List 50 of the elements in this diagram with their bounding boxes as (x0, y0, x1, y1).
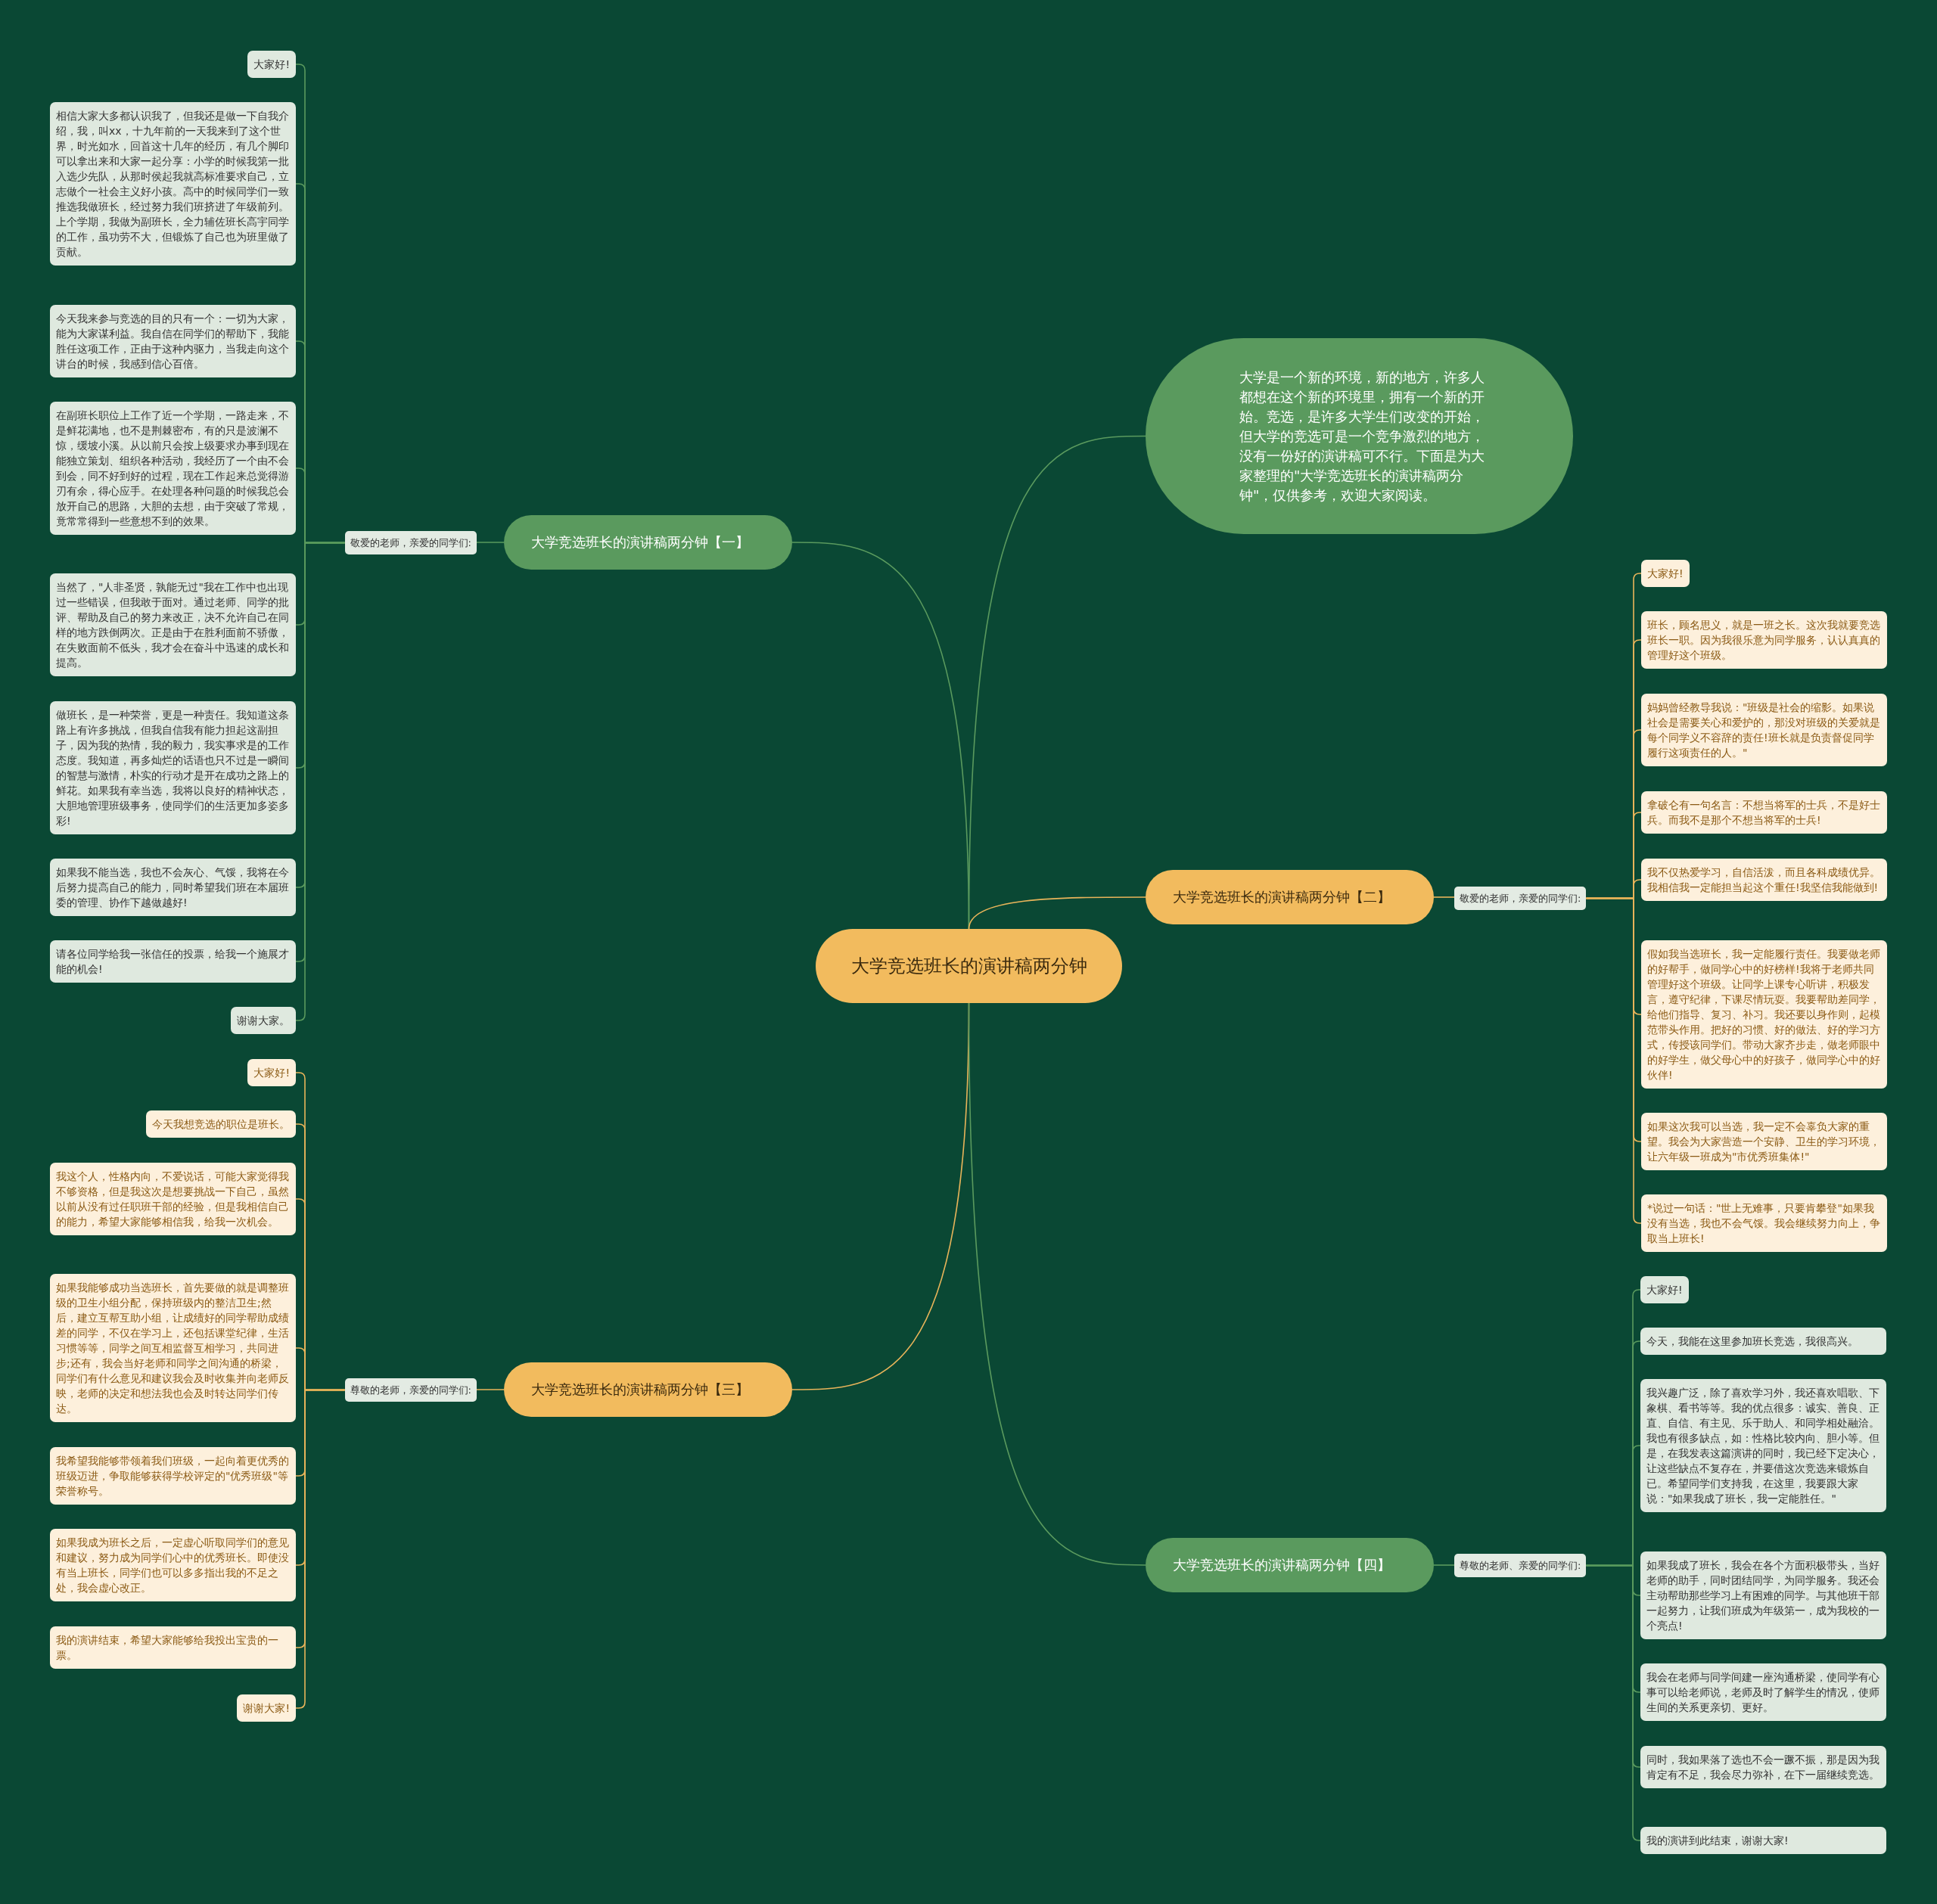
branch-topic: 大学竞选班长的演讲稿两分钟【三】 (504, 1362, 792, 1417)
connector-line (295, 1389, 346, 1709)
speech-note: 如果我能够成功当选班长，首先要做的就是调整班级的卫生小组分配，保持班级内的整洁卫生;然后，建立互帮互助小组，让成绩好的同学帮助成绩差的同学，不仅在学习上，还包括课堂纪律，生活习惯等等，同学之间互相监督互相学习，共同进步;还有，我会当好老师和同学之间沟通的桥梁，同学们有什么意见和建议我会及时收集并向老师反映，老师的决定和想法我也会及时转达同学们传达。 (50, 1274, 296, 1422)
connector-line (476, 542, 505, 543)
speech-note: 我这个人，性格内向，不爱说话，可能大家觉得我不够资格，但是我这次是想要挑战一下自己，虽然以前从没有过任职班干部的经验，但是我相信自己的能力，希望大家能够相信我，给我一次机会。 (50, 1163, 296, 1235)
speech-note: 今天我来参与竞选的目的只有一个：一切为大家，能为大家谋利益。我自信在同学们的帮助下，我能胜任这项工作，正由于这种内驱力，当我走向这个讲台的时候，我感到信心百倍。 (50, 305, 296, 377)
greeting-tag: 尊敬的老师，亲爱的同学们: (344, 1378, 477, 1402)
speech-note: 谢谢大家。 (231, 1007, 296, 1034)
connector-line (968, 1002, 1146, 1566)
greeting-tag: 敬爱的老师，亲爱的同学们: (1454, 887, 1587, 910)
speech-note: 我会在老师与同学间建一座沟通桥梁，使同学有心事可以给老师说，老师及时了解学生的情况，使师生间的关系更亲切、更好。 (1640, 1663, 1886, 1721)
speech-note: 如果我不能当选，我也不会灰心、气馁，我将在今后努力提高自己的能力，同时希望我们班在本届班委的管理、协作下越做越好! (50, 859, 296, 916)
speech-note: 做班长，是一种荣誉，更是一种责任。我知道这条路上有许多挑战，但我自信我有能力担起这副担子，因为我的热情，我的毅力，我实事求是的工作态度。我知道，再多灿烂的话语也只不过是一瞬间的智慧与激情，朴实的行动才是开在成功之路上的鲜花。如果我有幸当选，我将以良好的精神状态，大胆地管理班级事务，使同学们的生活更加多姿多彩! (50, 701, 296, 834)
connector-line (968, 896, 1146, 930)
speech-note: 当然了，"人非圣贤，孰能无过"我在工作中也出现过一些错误，但我敢于面对。通过老师、同学的批评、帮助及自己的努力来改正，决不允许自己在同样的地方跌倒两次。正是由于在胜利面前不骄傲，在失败面前不低头，我才会在奋斗中迅速的成长和提高。 (50, 573, 296, 676)
speech-note: 如果我成为班长之后，一定虚心听取同学们的意见和建议，努力成为同学们心中的优秀班长。即使没有当上班长，同学们也可以多多指出我的不足之处，我会虚心改正。 (50, 1529, 296, 1601)
speech-note: 在副班长职位上工作了近一个学期，一路走来，不是鲜花满地，也不是荆棘密布，有的只是波澜不惊，缓坡小溪。从以前只会按上级要求办事到现在能独立策划、组织各种活动，我经历了一个由不会到会，同不好到好的过程，现在工作起来总觉得游刃有余，得心应手。在处理各种问题的时候我总会放开自己的思路，大胆的去想，由于突破了常规，竟常常得到一些意想不到的效果。 (50, 402, 296, 535)
central-topic: 大学竞选班长的演讲稿两分钟 (816, 929, 1122, 1003)
speech-note: 大家好! (247, 1059, 296, 1086)
speech-note: 请各位同学给我一张信任的投票，给我一个施展才能的机会! (50, 940, 296, 983)
connector-line (1433, 896, 1455, 898)
speech-note: 假如我当选班长，我一定能履行责任。我要做老师的好帮手，做同学心中的好榜样!我将于老师共同管理好这个班级。让同学上课专心听讲，积极发言，遵守纪律，下课尽情玩耍。我要帮助差同学，给他们指导、复习、补习。我还要以身作则，起模范带头作用。把好的习惯、好的做法、好的学习方式，传授该同学们。带动大家齐步走，做老师眼中的好学生，做父母心中的好孩子，做同学心中的好伙伴! (1641, 940, 1887, 1089)
connector-line (476, 1389, 505, 1390)
speech-note: 今天，我能在这里参加班长竞选，我很高兴。 (1640, 1328, 1886, 1355)
speech-note: 大家好! (247, 51, 296, 78)
speech-note: 相信大家大多都认识我了，但我还是做一下自我介绍，我，叫xx，十九年前的一天我来到了这个世界，时光如水，回首这十几年的经历，有几个脚印可以拿出来和大家一起分享：小学的时候我第一批入选少先队，从那时侯起我就高标准要求自己，立志做个一社会主义好小孩。高中的时候同学们一致推选我做班长，经过努力我们班挤进了年级前列。上个学期，我做为副班长，全力辅佐班长高宇同学的工作，虽功劳不大，但锻炼了自己也为班里做了贡献。 (50, 102, 296, 266)
speech-note: 大家好! (1641, 560, 1690, 587)
speech-note: 我兴趣广泛，除了喜欢学习外，我还喜欢唱歌、下象棋、看书等等。我的优点很多：诚实、善良、正直、自信、有主见、乐于助人、和同学相处融洽。我也有很多缺点，如：性格比较内向、胆小等。但是，在我发表这篇演讲的同时，我已经下定决心，让这些缺点不复存在，并要借这次竞选来锻炼自已。希望同学们支持我，在这里，我要跟大家说："如果我成了班长，我一定能胜任。" (1640, 1379, 1886, 1512)
speech-note: 妈妈曾经教导我说："班级是社会的缩影。如果说社会是需要关心和爱护的，那没对班级的关爱就是每个同学义不容辞的责任!班长就是负责督促同学履行这项责任的人。" (1641, 694, 1887, 766)
speech-note: 谢谢大家! (237, 1694, 296, 1722)
speech-note: 我的演讲到此结束，谢谢大家! (1640, 1827, 1886, 1854)
branch-topic: 大学竞选班长的演讲稿两分钟【四】 (1146, 1538, 1434, 1592)
speech-note: *说过一句话："世上无难事，只要肯攀登"如果我没有当选，我也不会气馁。我会继续努力向上，争取当上班长! (1641, 1194, 1887, 1252)
connector-line (1433, 1564, 1455, 1566)
speech-note: 大家好! (1640, 1276, 1689, 1303)
speech-note: 我的演讲结束，希望大家能够给我投出宝贵的一票。 (50, 1626, 296, 1669)
greeting-tag: 敬爱的老师，亲爱的同学们: (344, 531, 477, 554)
greeting-tag: 尊敬的老师、亲爱的同学们: (1454, 1554, 1587, 1577)
connector-line (1585, 897, 1642, 1224)
speech-note: 如果这次我可以当选，我一定不会辜负大家的重望。我会为大家营造一个安静、卫生的学习环境，让六年级一班成为"市优秀班集体!" (1641, 1113, 1887, 1170)
speech-note: 我不仅热爱学习，自信活泼，而且各科成绩优异。我相信我一定能担当起这个重任!我坚信我能做到! (1641, 859, 1887, 901)
speech-note: 班长，顾名思义，就是一班之长。这次我就要竞选班长一职。因为我很乐意为同学服务，认认真真的管理好这个班级。 (1641, 611, 1887, 669)
speech-note: 今天我想竞选的职位是班长。 (146, 1110, 296, 1138)
speech-note: 如果我成了班长，我会在各个方面积极带头，当好老师的助手，同时团结同学，为同学服务。我还会主动帮助那些学习上有困难的同学。与其他班干部一起努力，让我们班成为年级第一，成为我校的一个亮点! (1640, 1551, 1886, 1639)
speech-note: 拿破仑有一句名言：不想当将军的士兵，不是好士兵。而我不是那个不想当将军的士兵! (1641, 791, 1887, 834)
branch-topic: 大学竞选班长的演讲稿两分钟【二】 (1146, 870, 1434, 924)
speech-note: 同时，我如果落了选也不会一蹶不振，那是因为我肯定有不足，我会尽力弥补，在下一届继续竞选。 (1640, 1746, 1886, 1788)
speech-note: 我希望我能够带领着我们班级，一起向着更优秀的班级迈进，争取能够获得学校评定的"优秀班级"等荣誉称号。 (50, 1447, 296, 1505)
branch-topic: 大学竞选班长的演讲稿两分钟【一】 (504, 515, 792, 570)
intro-bubble: 大学是一个新的环境，新的地方，许多人都想在这个新的环境里，拥有一个新的开始。竞选，是许多大学生们改变的开始，但大学的竞选可是一个竞争激烈的地方，没有一份好的演讲稿可不行。下面是为大家整理的"大学竞选班长的演讲稿两分钟"，仅供参考，欢迎大家阅读。 (1146, 338, 1573, 534)
